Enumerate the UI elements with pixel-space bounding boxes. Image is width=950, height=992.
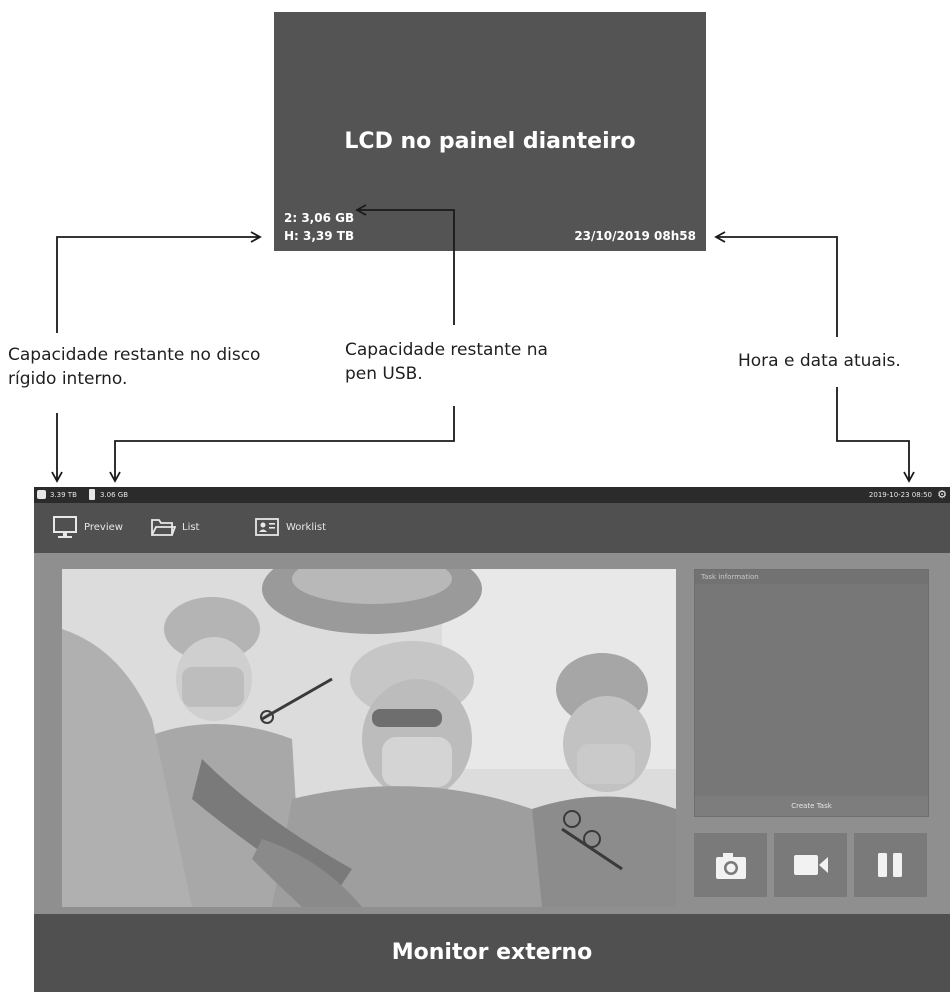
arrow-usb-to-monitor xyxy=(109,406,455,483)
arrow-usb-to-lcd xyxy=(355,204,455,325)
external-monitor: 3.39 TB 3.06 GB 2019-10-23 08:50 ⚙ Previ… xyxy=(34,487,950,992)
arrow-time-to-lcd xyxy=(714,231,838,337)
status-hdd-capacity: 3.39 TB xyxy=(50,491,77,499)
status-bar: 3.39 TB 3.06 GB 2019-10-23 08:50 ⚙ xyxy=(34,487,950,503)
nav-worklist-label: Worklist xyxy=(286,522,327,533)
task-panel-header: Task information xyxy=(695,570,928,584)
folder-icon xyxy=(151,519,176,536)
task-panel-body xyxy=(695,584,928,796)
usb-icon xyxy=(89,489,95,500)
record-video-button[interactable] xyxy=(774,833,847,897)
nav-list[interactable]: List xyxy=(150,515,230,539)
callout-datetime: Hora e data atuais. xyxy=(738,351,901,371)
status-datetime: 2019-10-23 08:50 xyxy=(868,491,932,499)
arrow-hdd-to-lcd xyxy=(56,231,262,333)
lcd-usb-capacity: 2: 3,06 GB xyxy=(284,211,355,225)
create-task-button[interactable]: Create Task xyxy=(791,802,832,810)
lcd-datetime: 23/10/2019 08h58 xyxy=(574,229,696,243)
hdd-icon xyxy=(37,490,46,499)
camera-icon xyxy=(716,853,746,879)
live-video-preview xyxy=(62,569,676,907)
nav-list-label: List xyxy=(182,522,200,533)
monitor-caption: Monitor externo xyxy=(34,914,950,992)
surgery-scene-image xyxy=(62,569,676,907)
pause-button[interactable] xyxy=(854,833,927,897)
status-usb-capacity: 3.06 GB xyxy=(100,491,129,499)
lcd-front-panel: LCD no painel dianteiro 2: 3,06 GB H: 3,… xyxy=(274,12,706,251)
arrow-time-to-monitor xyxy=(836,387,915,483)
id-card-icon xyxy=(255,518,279,536)
lcd-title: LCD no painel dianteiro xyxy=(344,129,636,154)
video-camera-icon xyxy=(794,855,828,875)
nav-preview[interactable]: Preview xyxy=(52,515,152,539)
gear-icon[interactable]: ⚙ xyxy=(937,488,947,501)
task-information-panel: Task information Create Task xyxy=(694,569,929,817)
nav-worklist[interactable]: Worklist xyxy=(254,515,354,539)
pause-icon xyxy=(878,853,902,877)
monitor-icon xyxy=(53,516,77,538)
nav-bar: Preview List Worklist xyxy=(34,503,950,553)
nav-preview-label: Preview xyxy=(84,522,123,533)
callout-usb-capacity: Capacidade restante na pen USB. xyxy=(345,340,548,384)
lcd-hdd-capacity: H: 3,39 TB xyxy=(284,229,355,243)
capture-photo-button[interactable] xyxy=(694,833,767,897)
callout-hdd-capacity: Capacidade restante no disco rígido inte… xyxy=(8,345,261,389)
